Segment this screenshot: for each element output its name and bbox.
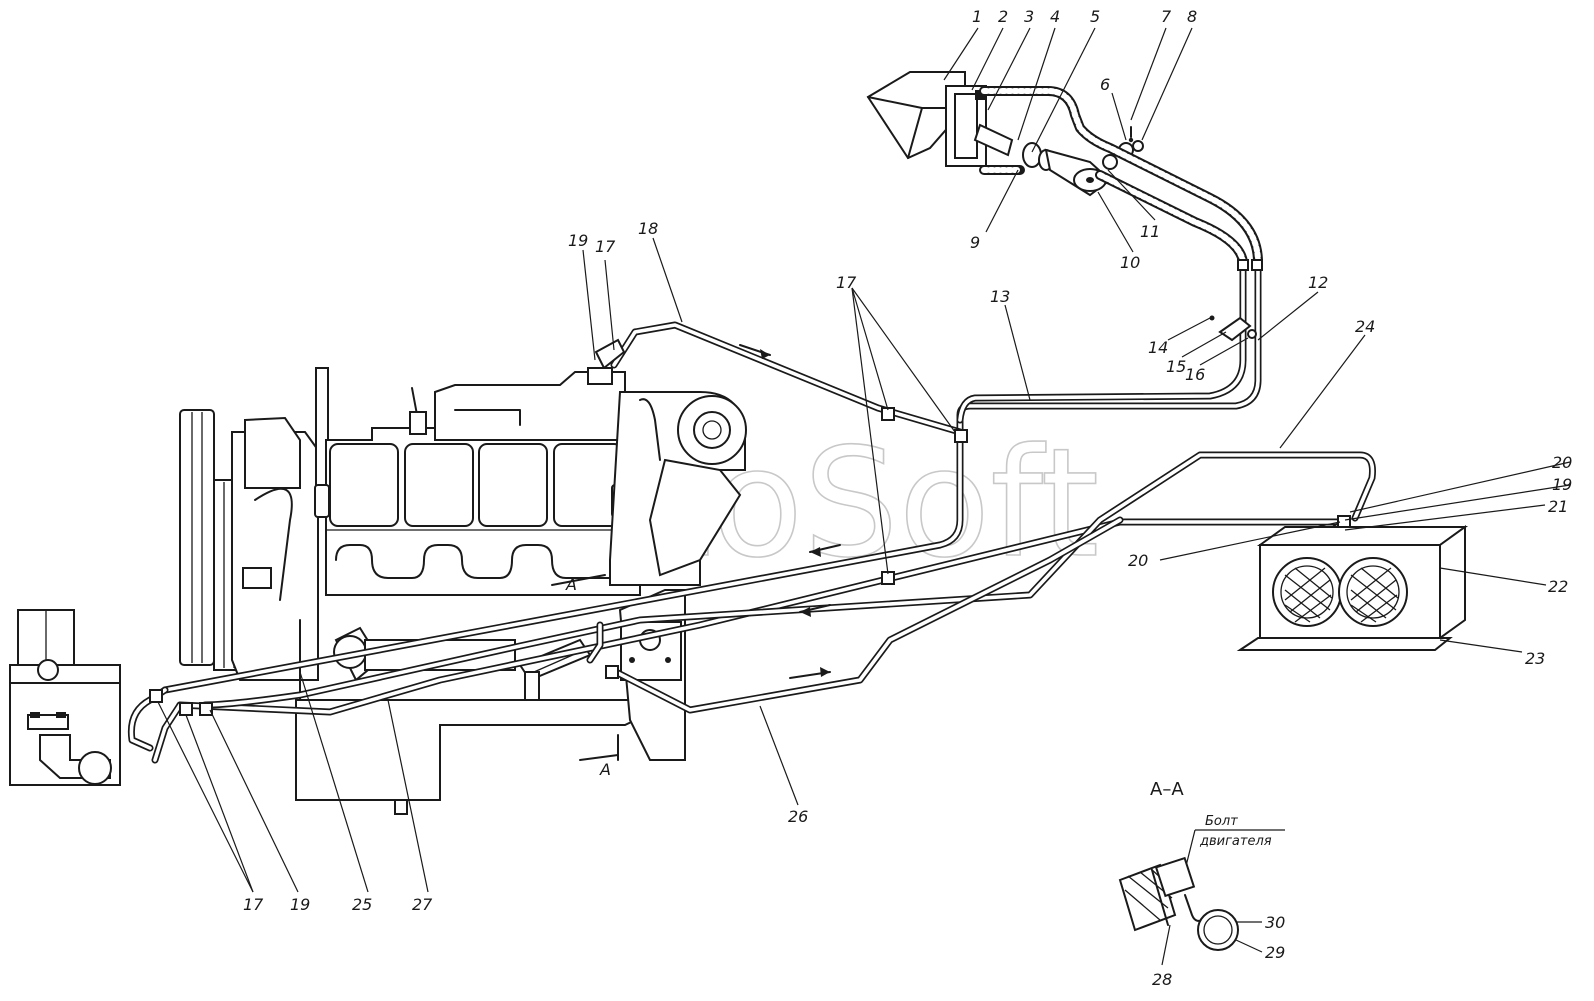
heater-hoses [979,86,1263,267]
callout-23: 23 [1525,649,1545,668]
callout-19-bottom: 19 [290,895,310,914]
oil-sump [295,699,648,801]
callout-26: 26 [788,807,808,826]
fan-pulley [179,409,215,666]
callout-29: 29 [1265,943,1285,962]
clamp [179,702,193,716]
callout-2: 2 [998,7,1008,26]
callout-15: 15 [1166,357,1186,376]
section-note-bolt: Болт [1205,814,1238,829]
callout-13: 13 [990,287,1010,306]
callout-1: 1 [972,7,982,26]
callout-18: 18 [638,219,658,238]
section-title: А–А [1150,779,1184,800]
clamp [149,689,163,703]
callout-5: 5 [1090,7,1100,26]
callout-17-top: 17 [836,273,857,292]
callout-11: 11 [1140,222,1160,241]
clamp [954,429,968,443]
heater-unit [866,71,1144,197]
callout-21: 21 [1548,497,1568,516]
callout-16: 16 [1185,365,1205,384]
callout-30: 30 [1265,913,1285,932]
callout-4: 4 [1050,7,1060,26]
engine [179,367,747,815]
callout-9: 9 [970,233,980,252]
callout-17-bottom: 17 [243,895,264,914]
clamp [605,665,619,679]
pre-heater-unit [1236,525,1469,651]
clamp [199,702,213,716]
front-cover [231,431,319,681]
callout-27: 27 [412,895,433,914]
callout-19-right: 19 [1552,475,1572,494]
view-mark-lower: А [599,760,611,779]
callout-6: 6 [1100,75,1110,94]
flow-arrows [739,344,841,679]
callout-8: 8 [1187,7,1197,26]
callout-17-tap: 17 [595,237,616,256]
callout-7: 7 [1161,7,1172,26]
callout-14: 14 [1148,338,1168,357]
section-a-a: А–А Болт двигателя [1118,779,1285,951]
callout-25: 25 [352,895,372,914]
callout-labels: 1 2 3 4 5 6 7 8 9 10 11 12 13 14 15 16 1… [243,7,1572,989]
front-transmission-unit [9,609,121,786]
callout-3: 3 [1024,7,1034,26]
callout-19-top: 19 [568,231,588,250]
heater-mount [1236,637,1453,651]
filter-cap [244,416,301,489]
callout-20-right: 20 [1552,453,1572,472]
callout-24: 24 [1355,317,1375,336]
leader-lines [157,27,1571,966]
callout-22: 22 [1548,577,1568,596]
coolant-pipes [127,259,1376,764]
view-mark-upper: А [565,575,577,594]
callout-20-center: 20 [1128,551,1148,570]
callout-10: 10 [1120,253,1140,272]
water-tap [973,123,1014,157]
callout-28: 28 [1152,970,1172,989]
callout-12: 12 [1308,273,1328,292]
section-note-engine: двигателя [1199,834,1272,849]
